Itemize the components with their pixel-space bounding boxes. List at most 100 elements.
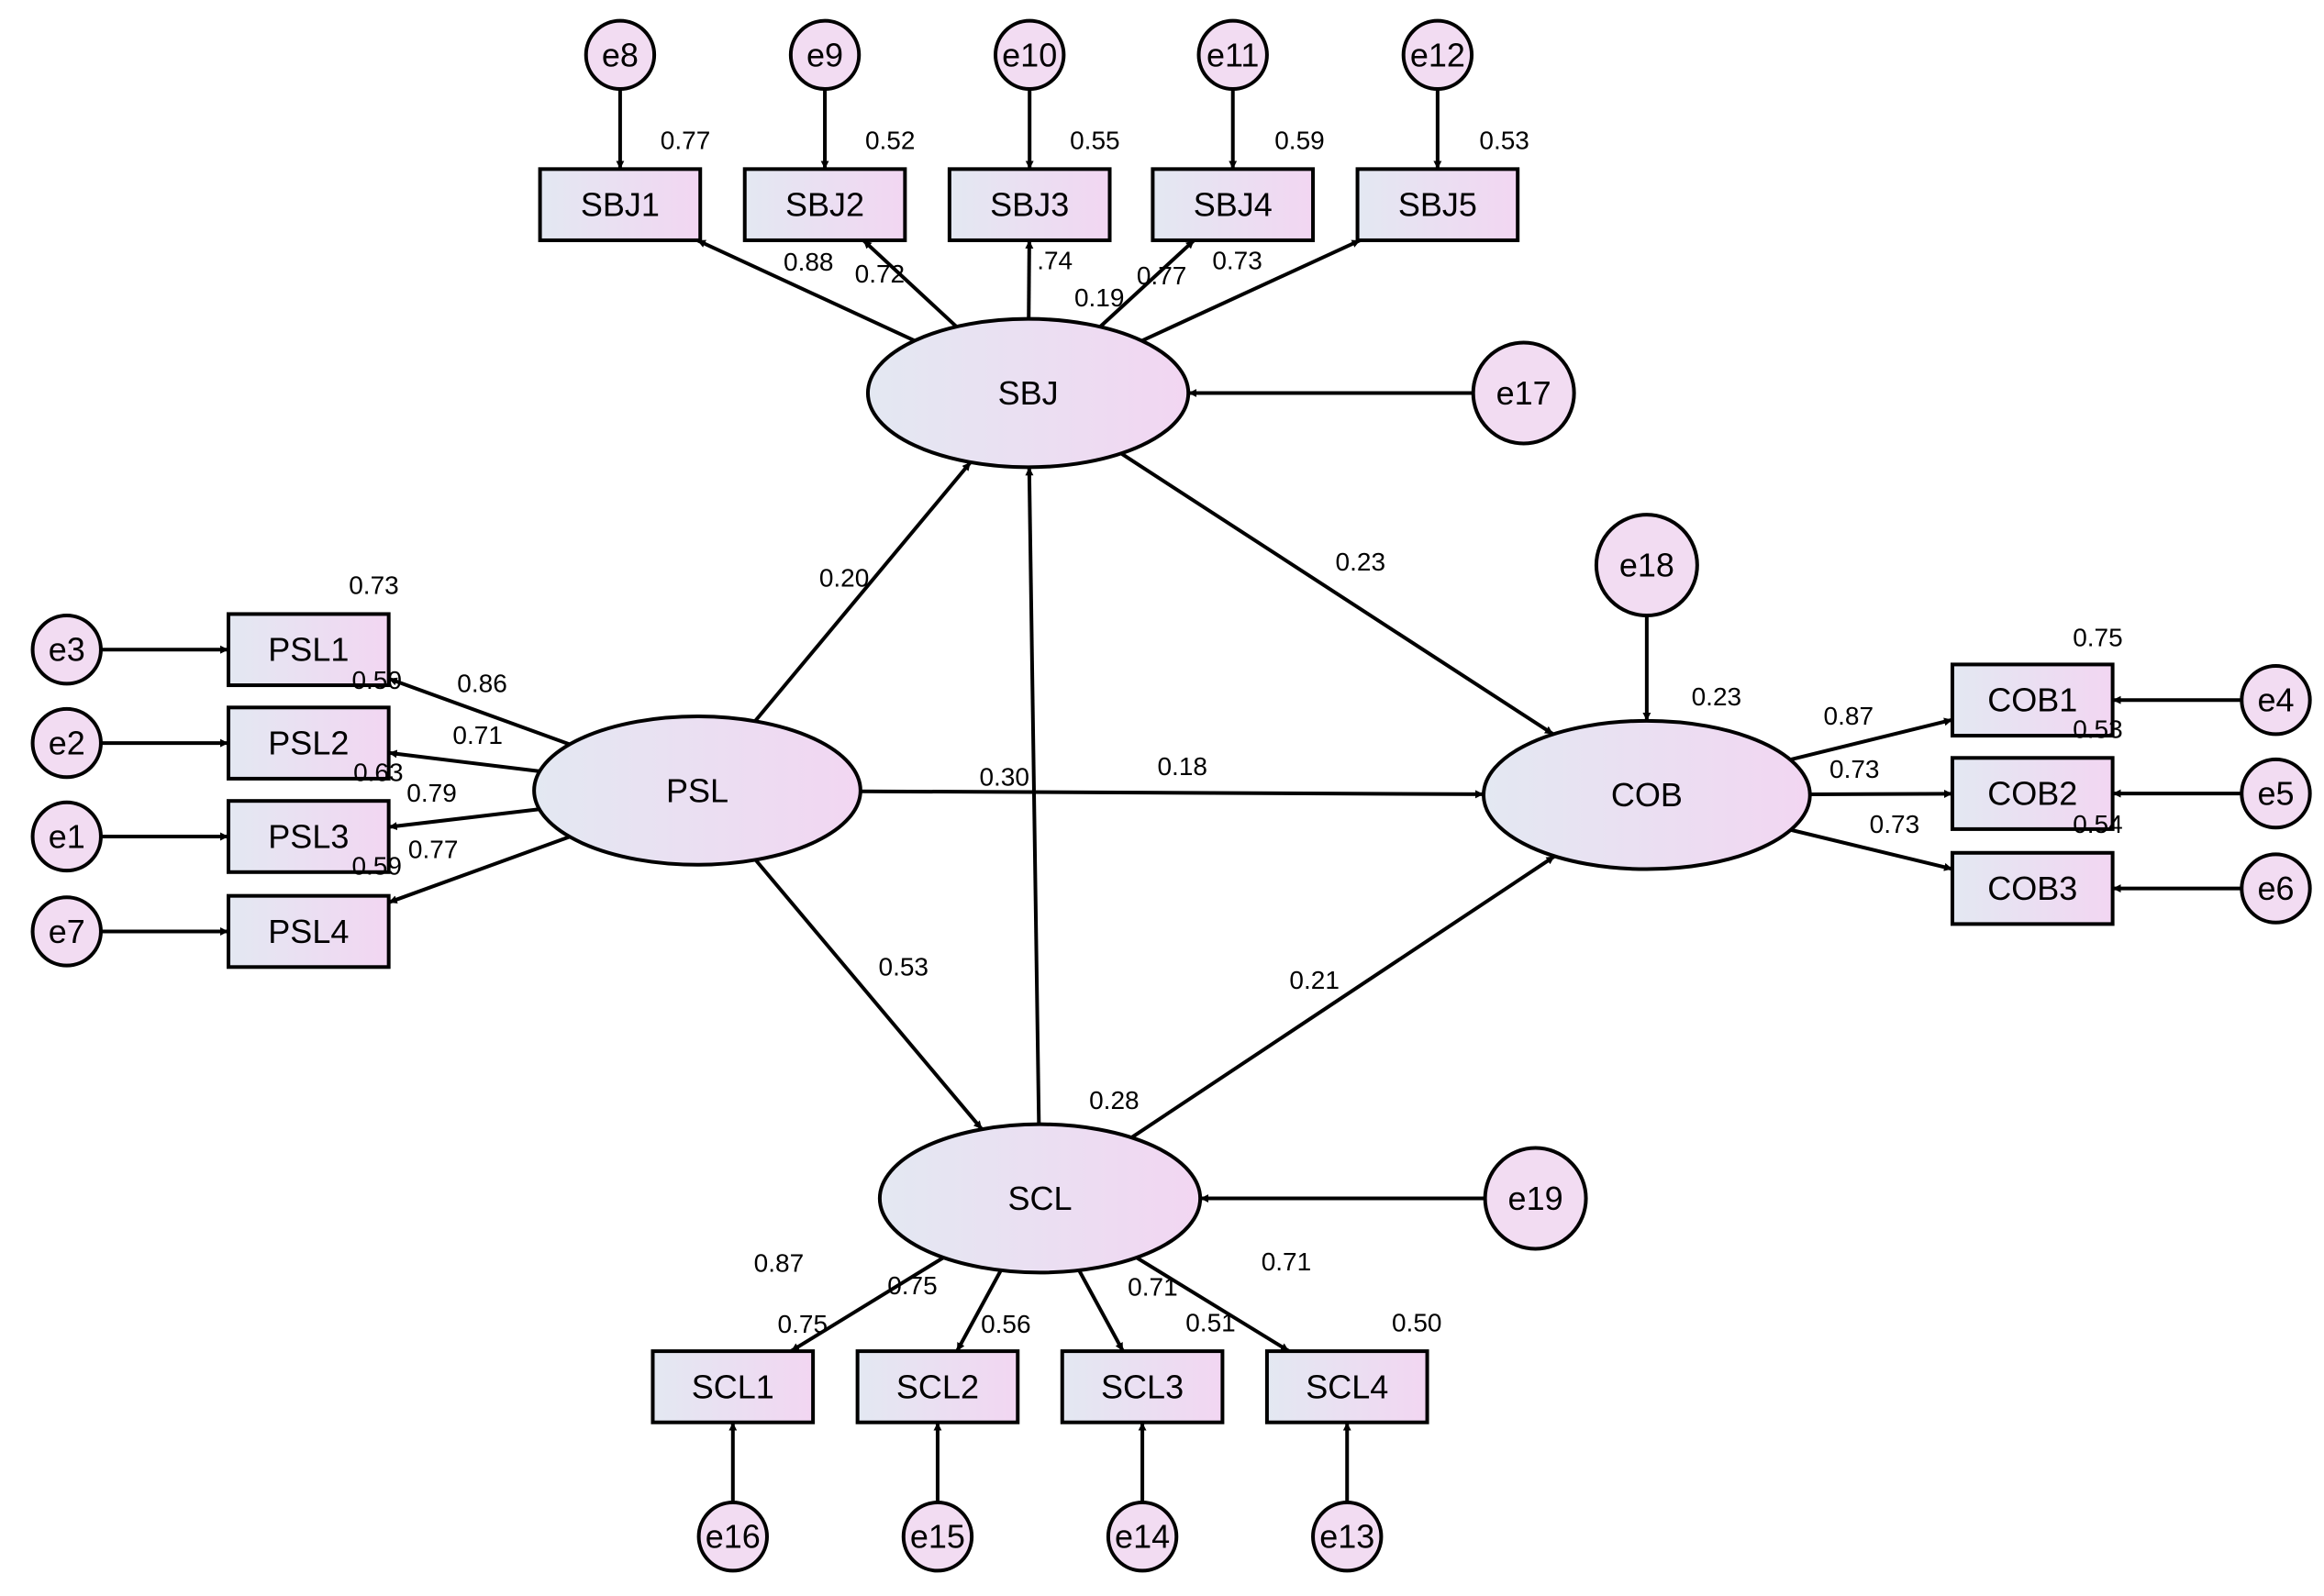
latent-label-scl: SCL — [1008, 1180, 1073, 1217]
indicator-label-cob3: COB3 — [1987, 870, 2077, 907]
error-circle-e19 — [1483, 1146, 1588, 1251]
coefficient-cob-cob2: 0.73 — [1829, 755, 1880, 783]
error-e2: e2 — [30, 706, 103, 780]
error-e3: e3 — [30, 614, 103, 686]
indicator-cob1: COB1 — [1950, 662, 2115, 738]
error-label-e10: e10 — [1002, 36, 1057, 73]
latent-scl: SCL — [877, 1122, 1203, 1275]
path-arrow-scl-to-scl1 — [790, 1256, 945, 1353]
error-label-e13: e13 — [1319, 1518, 1374, 1556]
r-squared-psl1: 0.73 — [349, 571, 399, 600]
indicator-box-sbj1 — [538, 167, 703, 242]
path-arrow-psl-to-sbj — [753, 460, 973, 723]
r-squared-sbj4: 0.59 — [1274, 127, 1325, 155]
indicator-label-psl4: PSL4 — [268, 913, 349, 950]
indicator-sbj3: SBJ3 — [947, 167, 1112, 242]
coefficient-scl-scl3: 0.71 — [1128, 1273, 1178, 1302]
error-e17: e17 — [1471, 340, 1576, 446]
error-label-e19: e19 — [1508, 1180, 1563, 1217]
indicator-sbj5: SBJ5 — [1355, 167, 1520, 242]
error-e13: e13 — [1311, 1501, 1384, 1573]
coefficient-psl-psl2: 0.71 — [452, 721, 503, 749]
r-squared-sbj5: 0.53 — [1479, 127, 1529, 155]
error-e1: e1 — [30, 800, 103, 873]
latent-ellipse-sbj — [865, 316, 1191, 470]
path-arrow-scl-to-scl3 — [1077, 1269, 1125, 1353]
indicator-cob2: COB2 — [1950, 756, 2115, 831]
path-arrow-scl-to-sbj — [1025, 467, 1041, 1125]
latent-psl: PSL — [532, 715, 862, 867]
error-e6: e6 — [2240, 852, 2312, 925]
error-label-e5: e5 — [2257, 775, 2294, 813]
indicator-box-psl3 — [227, 799, 391, 874]
path-arrow-psl-to-scl — [753, 859, 984, 1131]
error-circle-e13 — [1311, 1501, 1384, 1573]
error-e8: e8 — [584, 18, 657, 92]
coefficient-cob-cob1: 0.87 — [1824, 702, 1874, 730]
error-circle-e16 — [696, 1501, 769, 1573]
error-circle-e2 — [30, 706, 103, 780]
coefficient-sbj-sbj2: 0.72 — [855, 260, 906, 288]
path-arrow-psl-to-psl4 — [387, 835, 571, 904]
indicator-box-psl1 — [227, 612, 391, 688]
error-circle-e7 — [30, 895, 103, 968]
error-e18: e18 — [1594, 513, 1699, 618]
error-circle-e8 — [584, 18, 657, 92]
r-squared-scl: 0.28 — [1089, 1086, 1140, 1114]
path-arrow-psl-to-psl3 — [388, 807, 540, 831]
error-e16: e16 — [696, 1501, 769, 1573]
indicator-label-cob1: COB1 — [1987, 682, 2077, 719]
indicator-box-cob1 — [1950, 662, 2115, 738]
error-label-e16: e16 — [706, 1518, 761, 1556]
indicator-label-sbj4: SBJ4 — [1194, 186, 1273, 224]
coefficient-sbj-sbj1: 0.88 — [784, 248, 834, 276]
error-e9: e9 — [788, 18, 862, 92]
indicator-box-sbj4 — [1151, 167, 1316, 242]
r-squared-scl2: 0.56 — [981, 1310, 1031, 1338]
latent-label-sbj: SBJ — [998, 374, 1059, 412]
coefficient-sbj-sbj3: .74 — [1037, 247, 1073, 275]
path-arrow-scl-to-scl4 — [1135, 1256, 1291, 1353]
r-squared-sbj: 0.19 — [1074, 283, 1125, 312]
indicator-psl3: PSL3 — [227, 799, 391, 874]
coefficient-psl-sbj: 0.20 — [819, 564, 870, 593]
latent-ellipse-psl — [532, 715, 862, 867]
error-circle-e15 — [901, 1501, 974, 1573]
path-arrow-cob-to-cob2 — [1809, 789, 1952, 798]
indicator-box-sbj5 — [1355, 167, 1520, 242]
indicator-label-sbj2: SBJ2 — [785, 186, 864, 224]
path-arrow-sbj-to-sbj4 — [1098, 238, 1195, 328]
error-circle-e9 — [788, 18, 862, 92]
error-circle-e10 — [994, 18, 1066, 92]
path-arrow-psl-to-cob — [860, 789, 1484, 799]
indicator-box-sbj3 — [947, 167, 1112, 242]
coefficient-psl-psl4: 0.77 — [408, 836, 459, 864]
r-squared-cob: 0.23 — [1692, 682, 1742, 711]
error-e15: e15 — [901, 1501, 974, 1573]
error-e5: e5 — [2240, 757, 2312, 830]
error-label-e14: e14 — [1115, 1518, 1170, 1556]
indicator-sbj4: SBJ4 — [1151, 167, 1316, 242]
latent-cob: COB — [1482, 718, 1812, 871]
error-label-e7: e7 — [49, 913, 85, 950]
coefficient-psl-psl3: 0.79 — [406, 779, 457, 807]
indicator-sbj1: SBJ1 — [538, 167, 703, 242]
r-squared-cob3: 0.54 — [2073, 810, 2123, 838]
r-squared-scl3: 0.51 — [1185, 1308, 1236, 1336]
indicator-label-psl3: PSL3 — [268, 817, 349, 855]
error-circle-e5 — [2240, 757, 2312, 830]
error-label-e18: e18 — [1619, 547, 1674, 584]
r-squared-psl4: 0.59 — [351, 851, 402, 880]
error-label-e17: e17 — [1496, 374, 1551, 412]
indicator-label-psl2: PSL2 — [268, 725, 349, 762]
error-e19: e19 — [1483, 1146, 1588, 1251]
indicator-scl2: SCL2 — [855, 1349, 1020, 1424]
indicator-psl1: PSL1 — [227, 612, 391, 688]
path-arrow-cob-to-cob1 — [1789, 717, 1953, 762]
r-squared-sbj3: 0.55 — [1070, 127, 1120, 155]
latent-ellipse-cob — [1482, 718, 1812, 871]
indicator-scl1: SCL1 — [650, 1349, 816, 1424]
path-arrow-sbj-to-cob — [1119, 451, 1555, 737]
error-e12: e12 — [1401, 18, 1474, 92]
